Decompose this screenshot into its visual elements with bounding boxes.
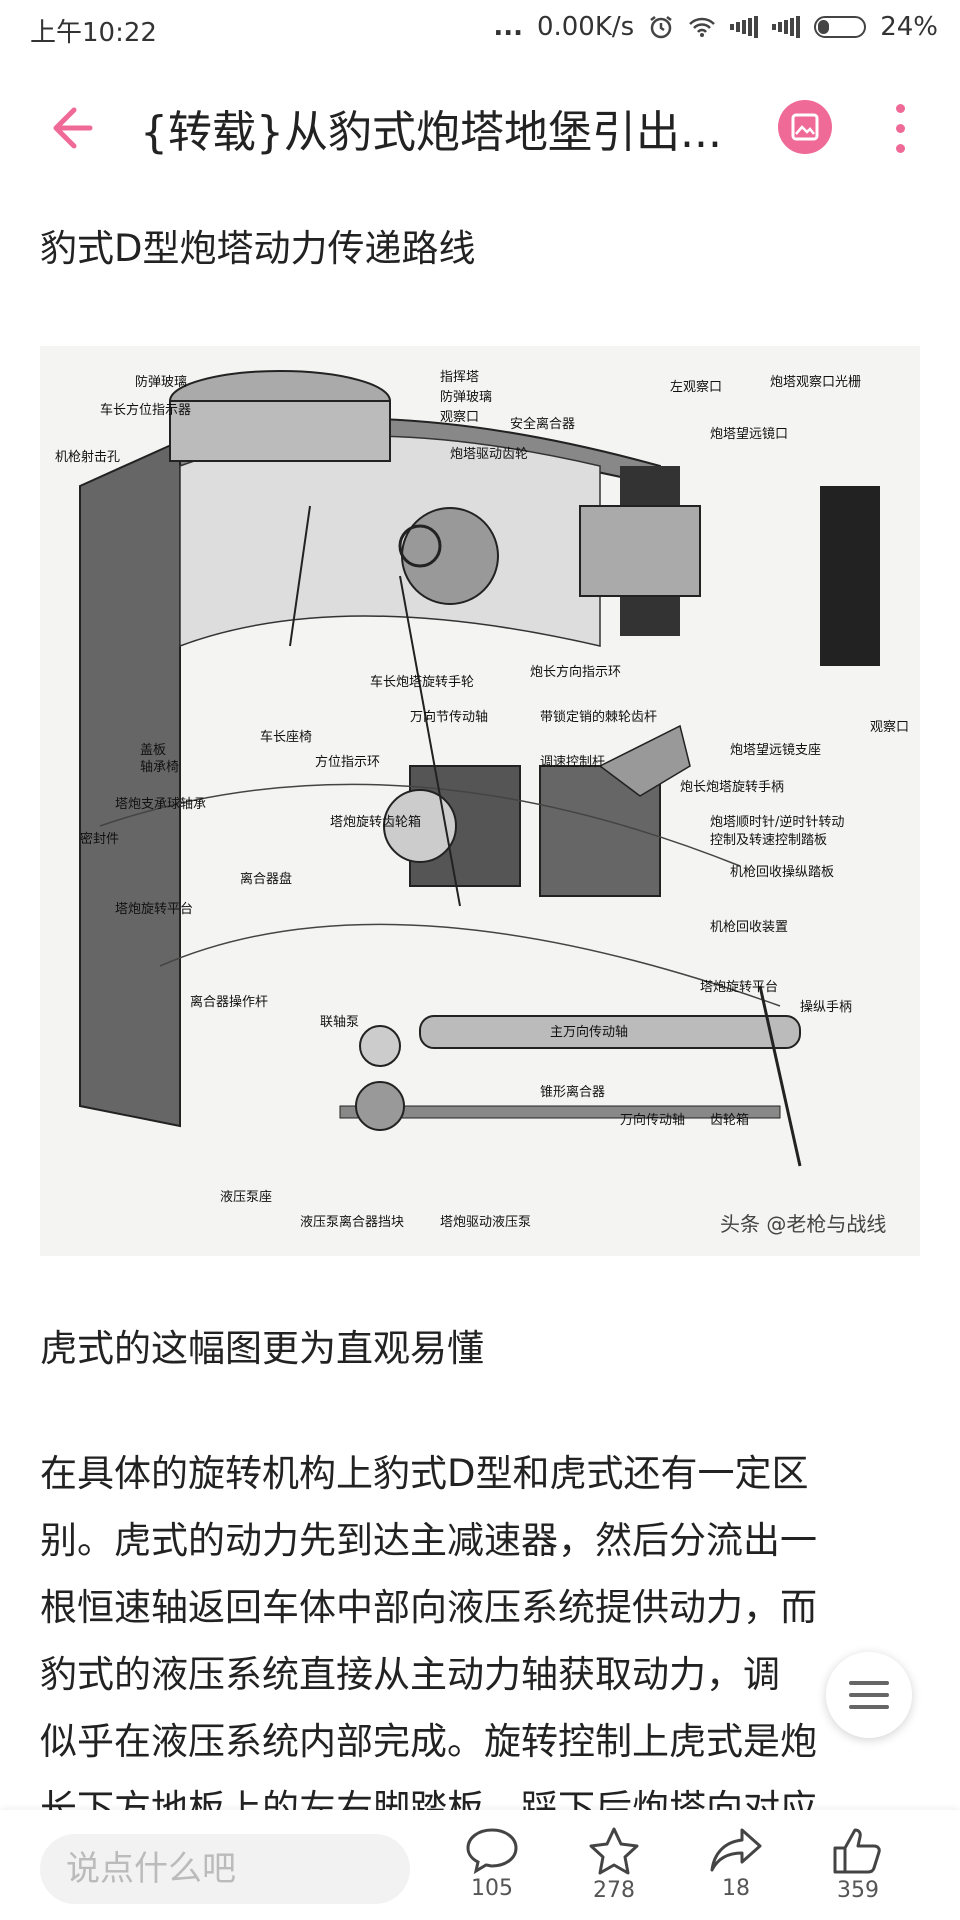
back-button[interactable] bbox=[40, 98, 100, 158]
table-of-contents-button[interactable] bbox=[826, 1652, 912, 1738]
figure-label: 塔炮旋转平台 bbox=[115, 902, 193, 917]
figure-label: 车长方位指示器 bbox=[100, 402, 191, 418]
article-figure-turret-diagram[interactable]: 防弹玻璃 车长方位指示器 机枪射击孔 指挥塔 防弹玻璃 观察口 安全离合器 炮塔… bbox=[40, 346, 920, 1256]
comment-input[interactable]: 说点什么吧 bbox=[40, 1834, 410, 1904]
like-button[interactable]: 359 bbox=[818, 1826, 898, 1916]
list-line bbox=[849, 1705, 889, 1709]
comments-count: 105 bbox=[471, 1876, 513, 1901]
thumbs-up-icon bbox=[833, 1828, 881, 1874]
figure-label: 盖板 bbox=[140, 743, 166, 758]
alarm-icon bbox=[648, 14, 674, 40]
figure-label: 万向节传动轴 bbox=[410, 709, 488, 725]
figure-label: 炮塔顺时针/逆时针转动 bbox=[710, 814, 844, 830]
figure-label: 锥形离合器 bbox=[540, 1084, 605, 1100]
comments-button[interactable]: 105 bbox=[452, 1826, 532, 1916]
status-icons: ... 0.00K/s 24% bbox=[493, 12, 938, 42]
dot bbox=[895, 103, 905, 113]
figure-label: 炮长方向指示环 bbox=[530, 664, 621, 680]
figure-label: 离合器操作杆 bbox=[190, 994, 268, 1010]
figure-label: 液压泵座 bbox=[220, 1190, 272, 1205]
comment-bubble-icon bbox=[466, 1828, 518, 1874]
more-menu-button[interactable] bbox=[880, 98, 920, 158]
favorites-count: 278 bbox=[593, 1878, 635, 1903]
figure-label: 炮塔望远镜口 bbox=[710, 426, 788, 442]
figure-label: 防弹玻璃 bbox=[135, 374, 187, 390]
signal-icon bbox=[730, 15, 759, 39]
status-bar: 上午10:22 ... 0.00K/s 24% bbox=[0, 0, 960, 58]
figure-label: 左观察口 bbox=[670, 380, 722, 395]
figure-label: 联轴泵 bbox=[320, 1015, 359, 1030]
article-header: {转载}从豹式炮塔地堡引出... bbox=[0, 58, 960, 198]
figure-label: 炮塔望远镜支座 bbox=[730, 742, 821, 758]
figure-label: 塔炮驱动液压泵 bbox=[440, 1215, 531, 1230]
section-heading: 豹式D型炮塔动力传递路线 bbox=[40, 227, 476, 270]
body-line: 别。虎式的动力先到达主减速器，然后分流出一 bbox=[40, 1519, 817, 1562]
list-line bbox=[849, 1681, 889, 1685]
figure-label: 离合器盘 bbox=[240, 871, 292, 887]
figure-label: 机枪回收操纵踏板 bbox=[730, 864, 834, 880]
figure-label: 密封件 bbox=[80, 831, 119, 847]
figure-label: 塔炮支承球轴承 bbox=[115, 797, 206, 812]
list-line bbox=[849, 1693, 889, 1697]
wifi-icon bbox=[688, 16, 716, 38]
shares-count: 18 bbox=[722, 1876, 750, 1901]
share-arrow-icon bbox=[710, 1828, 762, 1872]
figure-label: 调速控制杆 bbox=[540, 755, 605, 770]
back-arrow-icon bbox=[53, 107, 93, 149]
figure-label: 机枪回收装置 bbox=[710, 919, 788, 935]
figure-label: 安全离合器 bbox=[510, 416, 575, 432]
figure-label: 炮塔驱动齿轮 bbox=[450, 447, 528, 462]
favorite-button[interactable]: 278 bbox=[574, 1826, 654, 1916]
notification-dots-icon: ... bbox=[493, 12, 523, 42]
figure-label: 方位指示环 bbox=[315, 754, 380, 770]
figure-label: 万向传动轴 bbox=[620, 1112, 685, 1128]
figure-label: 防弹玻璃 bbox=[440, 389, 492, 405]
body-line: 长下方地板上的左右脚踏板，踩下后炮塔向对应 bbox=[40, 1787, 817, 1810]
article-body: 在具体的旋转机构上豹式D型和虎式还有一定区 别。虎式的动力先到达主减速器，然后分… bbox=[40, 1440, 920, 1810]
figure-label: 控制及转速控制踏板 bbox=[710, 833, 827, 848]
likes-count: 359 bbox=[837, 1878, 879, 1903]
body-line: 似乎在液压系统内部完成。旋转控制上虎式是炮 bbox=[40, 1720, 817, 1763]
image-mode-button[interactable] bbox=[778, 100, 832, 154]
dot bbox=[895, 123, 905, 133]
figure-label: 操纵手柄 bbox=[800, 999, 852, 1015]
figure-label: 指挥塔 bbox=[440, 370, 479, 385]
figure-label: 观察口 bbox=[440, 410, 479, 425]
star-icon bbox=[589, 1827, 639, 1875]
figure-label: 车长座椅 bbox=[260, 729, 312, 745]
figure-label: 炮塔观察口光栅 bbox=[770, 375, 861, 390]
dot bbox=[895, 143, 905, 153]
figure-label: 齿轮箱 bbox=[710, 1112, 749, 1128]
bottom-action-bar: 说点什么吧 105 278 18 359 bbox=[0, 1810, 960, 1920]
watermark: 头条 @老枪与战线 bbox=[720, 1212, 886, 1236]
figure-label: 主万向传动轴 bbox=[550, 1024, 628, 1040]
status-time: 上午10:22 bbox=[30, 18, 157, 48]
turret-diagram: 防弹玻璃 车长方位指示器 机枪射击孔 指挥塔 防弹玻璃 观察口 安全离合器 炮塔… bbox=[55, 370, 909, 1236]
page-title: {转载}从豹式炮塔地堡引出... bbox=[140, 107, 722, 158]
body-line: 在具体的旋转机构上豹式D型和虎式还有一定区 bbox=[40, 1452, 809, 1495]
figure-label: 观察口 bbox=[870, 720, 909, 735]
figure-label: 塔炮旋转平台 bbox=[700, 980, 778, 995]
network-speed: 0.00K/s bbox=[536, 12, 635, 42]
figure-label: 带锁定销的棘轮齿杆 bbox=[540, 709, 657, 725]
figure-caption: 虎式的这幅图更为直观易懂 bbox=[40, 1327, 484, 1370]
figure-label: 炮长炮塔旋转手柄 bbox=[680, 780, 784, 795]
image-icon bbox=[791, 113, 819, 141]
figure-label: 轴承椅 bbox=[140, 760, 179, 775]
body-line: 根恒速轴返回车体中部向液压系统提供动力，而 bbox=[40, 1586, 817, 1629]
body-line: 豹式的液压系统直接从主动力轴获取动力，调 bbox=[40, 1653, 780, 1696]
signal-icon-2 bbox=[772, 15, 801, 39]
share-button[interactable]: 18 bbox=[696, 1826, 776, 1916]
battery-icon bbox=[814, 16, 867, 38]
battery-percent: 24% bbox=[880, 12, 938, 42]
figure-label: 机枪射击孔 bbox=[55, 449, 120, 465]
figure-label: 液压泵离合器挡块 bbox=[300, 1214, 404, 1230]
figure-label: 塔炮旋转齿轮箱 bbox=[330, 814, 421, 830]
figure-label: 车长炮塔旋转手轮 bbox=[370, 674, 474, 690]
